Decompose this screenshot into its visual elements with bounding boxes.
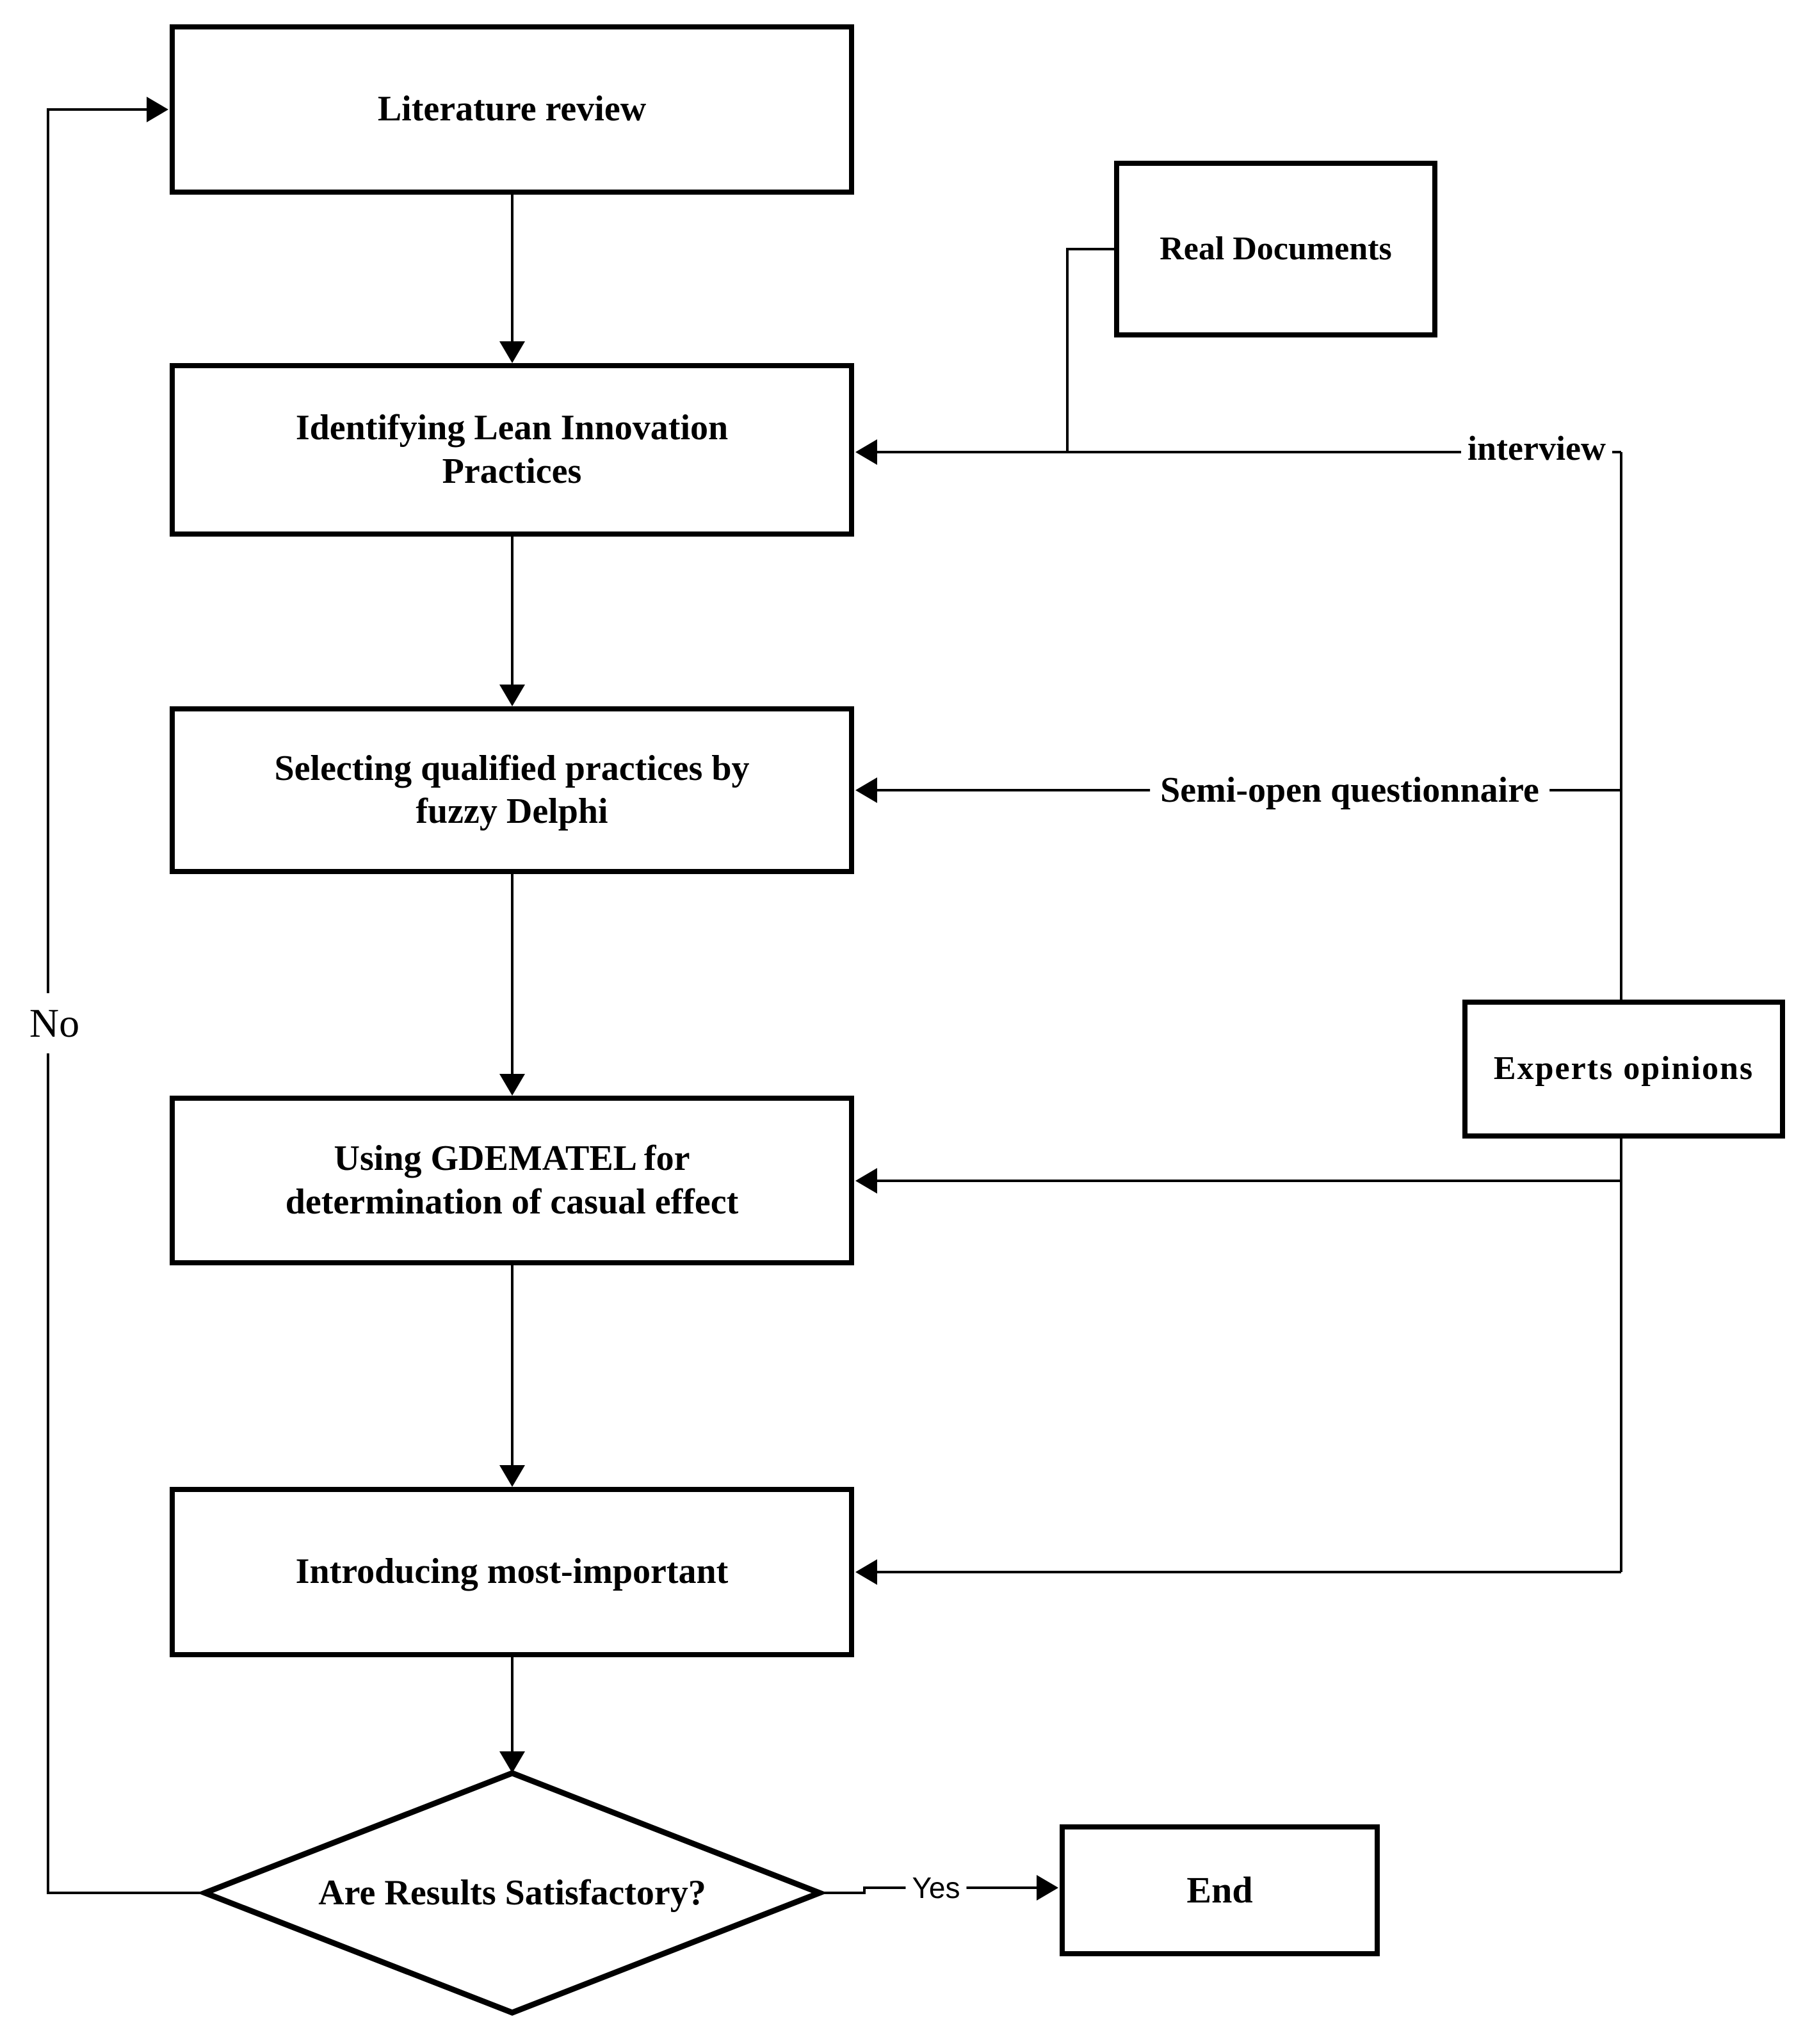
label-line: Introducing most-important (295, 1552, 729, 1592)
node-decision-label: Are Results Satisfactory? (318, 1873, 706, 1913)
node-selecting-practices: Selecting qualified practices by fuzzy D… (170, 706, 854, 874)
label-line: Selecting qualified practices by (274, 748, 750, 788)
label-line: Practices (442, 451, 582, 491)
node-identifying-practices: Identifying Lean Innovation Practices (170, 363, 854, 537)
label-line: determination of casual effect (285, 1181, 739, 1222)
node-selecting-practices-label: Selecting qualified practices by fuzzy D… (275, 747, 750, 833)
label-line: Identifying Lean Innovation (295, 408, 729, 448)
label-line: Literature review (377, 89, 647, 129)
node-identifying-practices-label: Identifying Lean Innovation Practices (296, 407, 728, 492)
edge-label-semi-open-questionnaire: Semi-open questionnaire (1150, 767, 1549, 813)
node-real-documents-label: Real Documents (1160, 229, 1392, 269)
label-line: fuzzy Delphi (416, 791, 608, 831)
node-experts-opinions: Experts opinions (1462, 1000, 1785, 1139)
node-experts-opinions-label: Experts opinions (1494, 1049, 1754, 1089)
decision-diamond (197, 1770, 828, 2016)
node-end-label: End (1186, 1868, 1252, 1913)
node-end: End (1060, 1824, 1380, 1956)
node-introducing-most-important: Introducing most-important (170, 1487, 854, 1657)
node-gdematel-label: Using GDEMATEL for determination of casu… (286, 1137, 739, 1223)
node-real-documents: Real Documents (1114, 161, 1437, 337)
label-line: Using GDEMATEL for (334, 1139, 690, 1179)
edge-label-interview: interview (1461, 426, 1612, 471)
label-line: Experts opinions (1493, 1050, 1754, 1087)
edge-label-yes: Yes (905, 1869, 967, 1906)
label-line: End (1186, 1869, 1253, 1911)
edge-realdocuments-connector (1066, 248, 1114, 452)
node-gdematel: Using GDEMATEL for determination of casu… (170, 1096, 854, 1265)
node-literature-review: Literature review (170, 24, 854, 195)
edge-label-no: No (28, 993, 81, 1053)
node-literature-review-label: Literature review (378, 88, 646, 131)
label-line: Real Documents (1160, 230, 1392, 267)
node-introducing-most-important-label: Introducing most-important (296, 1550, 729, 1593)
